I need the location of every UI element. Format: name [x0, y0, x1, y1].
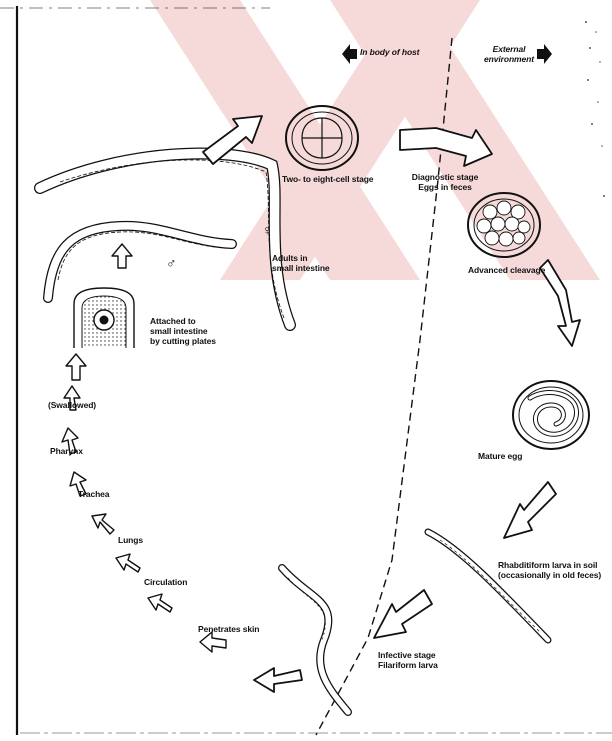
left-region-arrow-icon: [342, 44, 357, 64]
label-advanced-cleavage: Advanced cleavage: [468, 265, 545, 275]
scan-speckles: [585, 21, 605, 197]
adult-worm-male: [48, 226, 232, 298]
label-attached-intestine: Attached to small intestine by cutting p…: [150, 316, 216, 346]
header-host-body: In body of host: [360, 47, 419, 57]
label-diagnostic-stage: Diagnostic stage Eggs in feces: [390, 172, 500, 192]
label-lungs: Lungs: [118, 535, 143, 545]
label-swallowed: (Swallowed): [48, 400, 96, 410]
label-infective-stage: Infective stage Filariform larva: [378, 650, 438, 670]
right-region-arrow-icon: [537, 44, 552, 64]
female-symbol-icon: ♀: [262, 225, 272, 235]
label-mature-egg: Mature egg: [478, 451, 522, 461]
header-external-environment: External environment: [480, 44, 538, 64]
label-pharynx: Pharynx: [50, 446, 83, 456]
label-adults-intestine: Adults in small intestine: [272, 253, 330, 273]
male-symbol-icon: ♂: [166, 258, 176, 268]
label-two-to-eight-cell: Two- to eight-cell stage: [282, 174, 373, 184]
label-rhabditiform-larva: Rhabditiform larva in soil (occasionally…: [498, 560, 601, 580]
filariform-larva: [282, 568, 348, 712]
intestine-attachment: [74, 288, 134, 348]
rhabditiform-larva: [428, 532, 548, 640]
label-circulation: Circulation: [144, 577, 187, 587]
label-trachea: Trachea: [78, 489, 109, 499]
label-penetrates-skin: Penetrates skin: [198, 624, 259, 634]
egg-mature: [513, 381, 589, 449]
